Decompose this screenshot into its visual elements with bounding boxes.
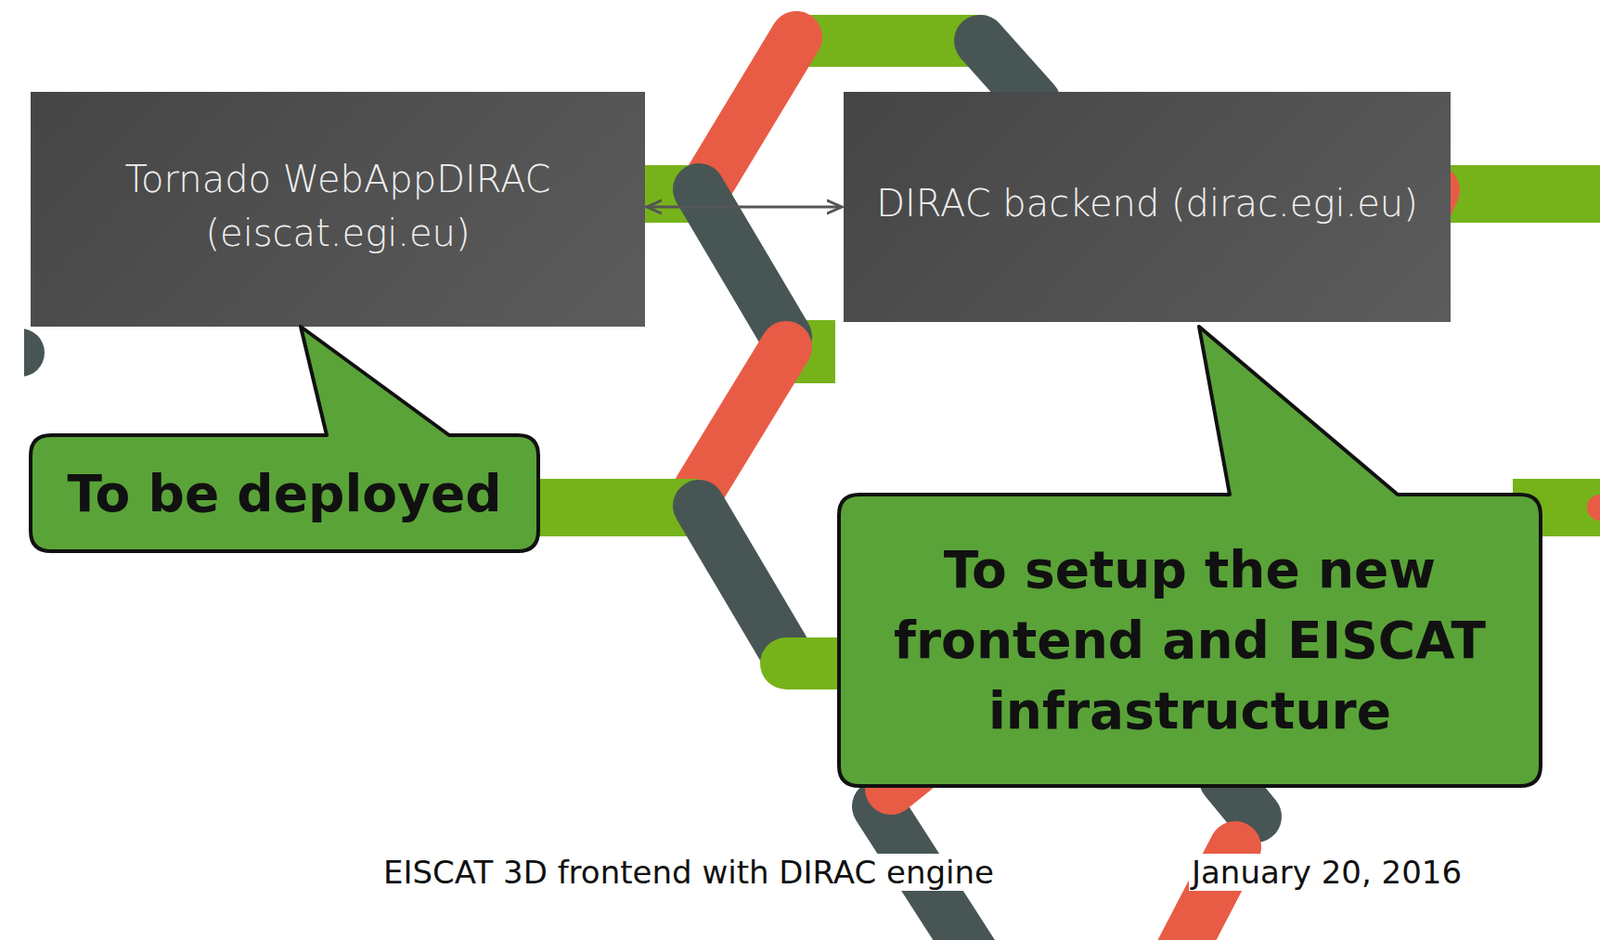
box-label: Tornado WebAppDIRAC (eiscat.egi.eu) <box>30 152 646 268</box>
callout-bubble: To be deployed <box>30 435 539 552</box>
footer-title: EISCAT 3D frontend with DIRAC engine <box>380 853 997 891</box>
backend-box: DIRAC backend (dirac.egi.eu) <box>843 91 1451 323</box>
callout-outline <box>30 326 539 552</box>
callout-label: To setup the new frontend and EISCAT inf… <box>838 534 1541 747</box>
callout-bubble: To setup the new frontend and EISCAT inf… <box>838 494 1541 787</box>
footer-date: January 20, 2016 <box>1188 853 1465 891</box>
double-arrow <box>646 206 842 209</box>
callout-outline <box>838 326 1541 787</box>
callout-label: To be deployed <box>44 458 524 530</box>
box-label: DIRAC backend (dirac.egi.eu) <box>857 176 1437 238</box>
frontend-box: Tornado WebAppDIRAC (eiscat.egi.eu) <box>30 91 646 327</box>
